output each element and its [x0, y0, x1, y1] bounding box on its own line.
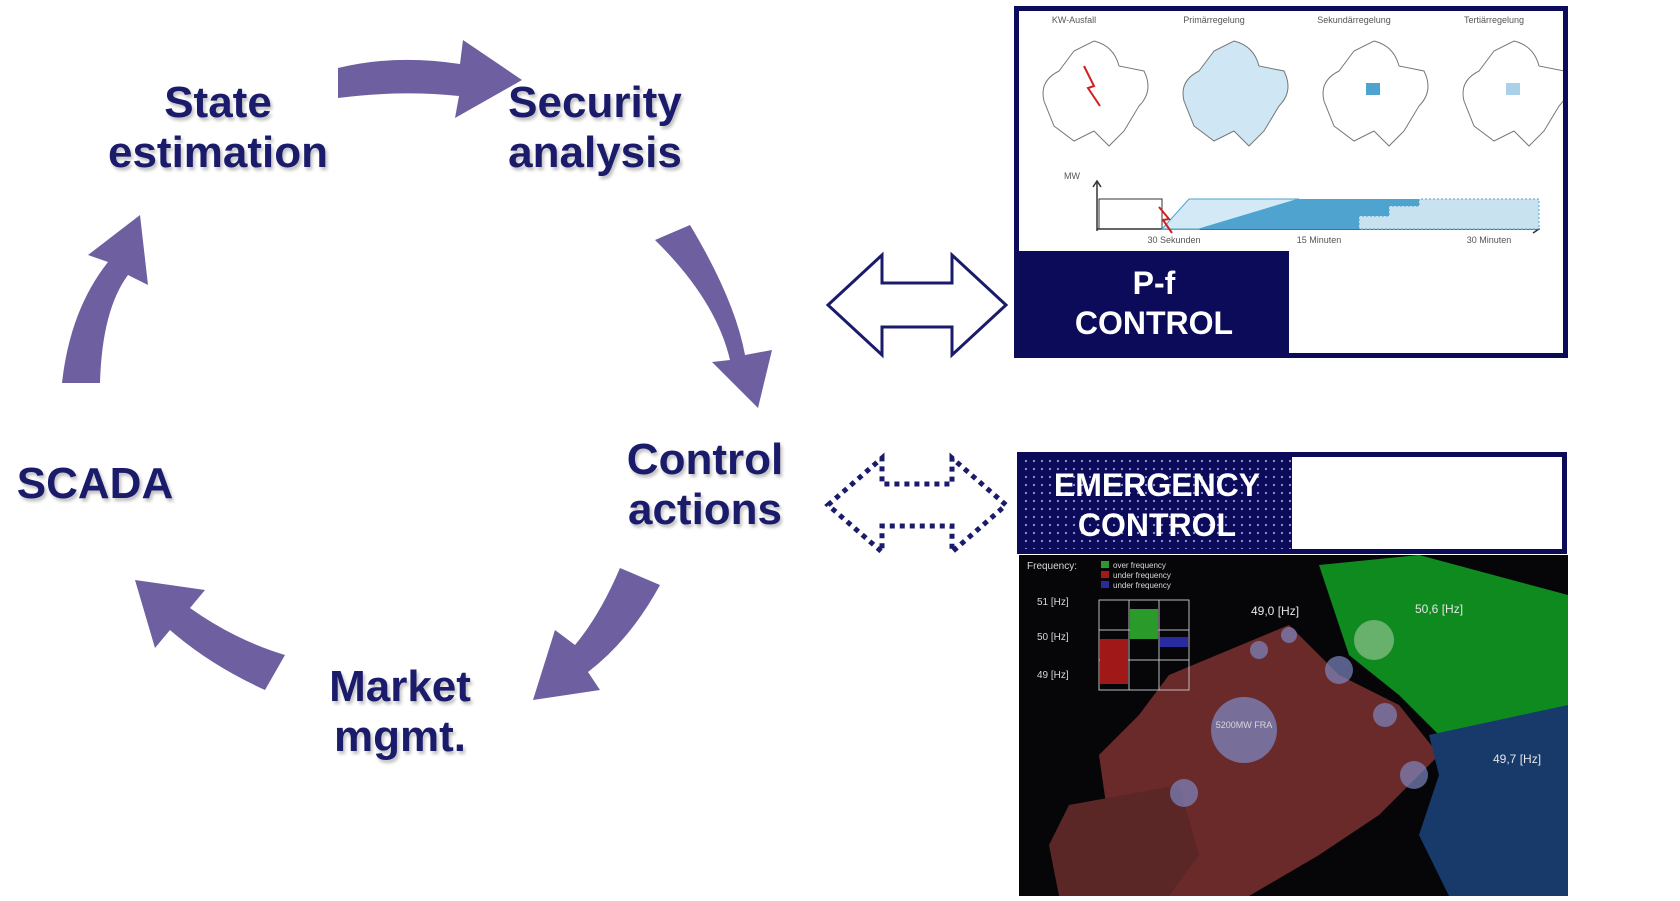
- y-label-51: 51 [Hz]: [1037, 597, 1069, 608]
- legend-item-2: under frequency: [1113, 571, 1171, 580]
- bubble-small-2: [1281, 627, 1297, 643]
- arrow-market-to-scada: [135, 580, 285, 690]
- y-axis-label: MW: [1064, 171, 1080, 181]
- pf-control-title: P-f CONTROL: [1019, 251, 1289, 353]
- y-label-50: 50 [Hz]: [1037, 632, 1069, 643]
- label-security-analysis: Security analysis: [508, 78, 682, 177]
- bubble-south-center: [1373, 703, 1397, 727]
- time-label-1: 30 Sekunden: [1147, 235, 1200, 245]
- emergency-control-header: EMERGENCY CONTROL: [1017, 452, 1567, 554]
- bubble-spain: [1170, 779, 1198, 807]
- legend-item-1: over frequency: [1113, 561, 1166, 570]
- legend-title: Frequency:: [1027, 561, 1077, 572]
- pf-response-chart: MW 30 Sekunden 15 Minuten 30 Minuten: [1064, 171, 1541, 245]
- pf-control-figure: KW-Ausfall Primärregelung Sekundärregelu…: [1042, 15, 1569, 245]
- frequency-map-figure: Frequency: over frequency under frequenc…: [1027, 555, 1568, 896]
- map-outage: [1042, 40, 1149, 147]
- map-title-1: KW-Ausfall: [1052, 15, 1096, 25]
- region-iberia: [1049, 785, 1199, 896]
- time-label-2: 15 Minuten: [1297, 235, 1342, 245]
- label-scada: SCADA: [16, 459, 174, 508]
- label-state-estimation: State estimation: [107, 78, 329, 177]
- bubble-fra: [1211, 697, 1277, 763]
- arrow-state-to-security: [338, 40, 522, 118]
- bubble-center: [1325, 656, 1353, 684]
- double-arrow-emergency: [824, 452, 1010, 558]
- label-control-actions: Control actions: [626, 435, 784, 534]
- legend-item-3: under frequency: [1113, 581, 1171, 590]
- region-label-49-7: 49,7 [Hz]: [1493, 752, 1541, 766]
- y-label-49: 49 [Hz]: [1037, 670, 1069, 681]
- map-title-2: Primärregelung: [1183, 15, 1245, 25]
- map-tertiary: [1462, 40, 1569, 147]
- bubble-north: [1354, 620, 1394, 660]
- arrow-scada-to-state: [62, 215, 148, 383]
- region-south-east: [1419, 705, 1568, 896]
- bubble-italy: [1400, 761, 1428, 789]
- region-label-49-0: 49,0 [Hz]: [1251, 604, 1299, 618]
- emergency-frequency-map: Frequency: over frequency under frequenc…: [1019, 555, 1568, 896]
- bubble-fra-label: 5200MW FRA: [1216, 720, 1273, 730]
- map-primary: [1182, 40, 1289, 147]
- arrow-control-to-market: [533, 568, 660, 700]
- double-arrow-pf: [825, 251, 1009, 359]
- map-title-3: Sekundärregelung: [1317, 15, 1391, 25]
- pf-control-panel: KW-Ausfall Primärregelung Sekundärregelu…: [1014, 6, 1569, 358]
- bubble-small-1: [1250, 641, 1268, 659]
- arrow-security-to-control: [655, 225, 772, 408]
- label-market-mgmt: Market mgmt.: [329, 662, 471, 761]
- map-secondary: [1322, 40, 1429, 147]
- time-label-3: 30 Minuten: [1467, 235, 1512, 245]
- emergency-control-title: EMERGENCY CONTROL: [1022, 457, 1292, 549]
- map-title-4: Tertiärregelung: [1464, 15, 1524, 25]
- region-label-50-6: 50,6 [Hz]: [1415, 602, 1463, 616]
